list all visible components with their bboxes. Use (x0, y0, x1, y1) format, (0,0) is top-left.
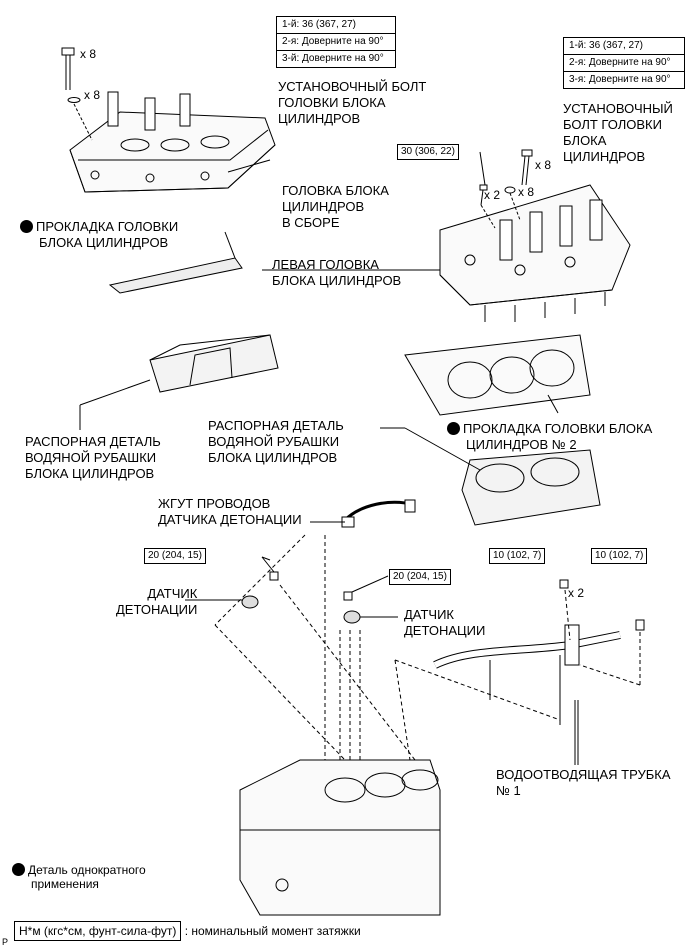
label-line: ДАТЧИКА ДЕТОНАЦИИ (158, 512, 302, 527)
label-line: ДЕТОНАЦИИ (116, 602, 198, 617)
label-head-gasket-2: ПРОКЛАДКА ГОЛОВКИ БЛОКА ЦИЛИНДРОВ № 2 (447, 421, 652, 453)
label-head-gasket: ПРОКЛАДКА ГОЛОВКИ БЛОКА ЦИЛИНДРОВ (20, 219, 178, 251)
label-line: БЛОКА ЦИЛИНДРОВ (208, 450, 338, 465)
label-set-bolt-right: УСТАНОВОЧНЫЙ БОЛТ ГОЛОВКИ БЛОКА ЦИЛИНДРО… (563, 101, 673, 165)
label-line: БОЛТ ГОЛОВКИ (563, 117, 662, 132)
label-water-pipe: ВОДООТВОДЯЩАЯ ТРУБКА № 1 (496, 767, 671, 799)
label-spacer-right: РАСПОРНАЯ ДЕТАЛЬ ВОДЯНОЙ РУБАШКИ БЛОКА Ц… (208, 418, 344, 466)
cylinder-block-drawing (239, 759, 441, 916)
head-gasket-2-drawing (404, 334, 591, 416)
label-line: РАСПОРНАЯ ДЕТАЛЬ (25, 434, 161, 449)
legend-single-use: Деталь однократного применения (12, 863, 146, 891)
torque-description: : номинальный момент затяжки (184, 924, 361, 938)
label-line: ЦИЛИНДРОВ № 2 (466, 437, 577, 452)
label-line: ГОЛОВКА БЛОКА (282, 183, 389, 198)
single-use-icon (20, 220, 33, 233)
label-spacer-left: РАСПОРНАЯ ДЕТАЛЬ ВОДЯНОЙ РУБАШКИ БЛОКА Ц… (25, 434, 161, 482)
label-line: ЛЕВАЯ ГОЛОВКА (272, 257, 379, 272)
label-head-assembly: ГОЛОВКА БЛОКА ЦИЛИНДРОВ В СБОРЕ (282, 183, 389, 231)
label-line: ЦИЛИНДРОВ (563, 149, 646, 164)
torque-step-2: 2-я: Доверните на 90° (277, 34, 395, 51)
dashed-guide-lines (214, 534, 641, 761)
cylinder-head-assembly-drawing (69, 91, 276, 193)
label-line: ВОДЯНОЙ РУБАШКИ (208, 434, 340, 449)
label-line: В СБОРЕ (282, 215, 340, 230)
label-set-bolt-left: УСТАНОВОЧНЫЙ БОЛТ ГОЛОВКИ БЛОКА ЦИЛИНДРО… (278, 79, 426, 127)
water-jacket-spacer-right-drawing (380, 427, 601, 526)
left-cylinder-head-drawing (439, 184, 631, 322)
label-line: ПРОКЛАДКА ГОЛОВКИ БЛОКА (447, 421, 652, 437)
qty-small-bolt: x 2 (484, 188, 501, 202)
water-pipe-drawing (433, 579, 645, 765)
qty-bolt-left: x 8 (80, 47, 97, 61)
knock-sensor-center-drawing (343, 575, 398, 624)
head-gasket-left-drawing (108, 231, 243, 294)
label-line: применения (31, 877, 99, 891)
label-line: ВОДЯНОЙ РУБАШКИ (25, 450, 157, 465)
label-line: УСТАНОВОЧНЫЙ БОЛТ (278, 79, 427, 94)
label-line: БЛОКА (563, 133, 607, 148)
corner-mark: P (2, 937, 9, 947)
label-line: ДАТЧИК (147, 586, 198, 601)
label-line: ЖГУТ ПРОВОДОВ (158, 496, 271, 511)
label-leader-lines (227, 151, 576, 765)
single-use-icon (12, 863, 25, 876)
torque-step-3: 3-й: Доверните на 90° (282, 53, 384, 64)
torque-knock-sensor-center: 20 (204, 15) (389, 569, 451, 585)
label-line: ВОДООТВОДЯЩАЯ ТРУБКА (496, 767, 671, 782)
label-wire-harness: ЖГУТ ПРОВОДОВ ДАТЧИКА ДЕТОНАЦИИ (158, 496, 302, 528)
set-bolt-right-drawing (479, 149, 533, 229)
water-jacket-spacer-left-drawing (79, 334, 279, 430)
label-line: БЛОКА ЦИЛИНДРОВ (272, 273, 402, 288)
label-line: ГОЛОВКИ БЛОКА (278, 95, 386, 110)
label-text: Деталь однократного (28, 863, 146, 877)
set-bolt-left-drawing (61, 47, 93, 141)
torque-step-3: 3-я: Доверните на 90° (569, 74, 671, 85)
qty-washer-left: x 8 (84, 88, 101, 102)
torque-step-1: 1-й: 36 (367, 27) (277, 17, 395, 34)
torque-sequence-box-right: 1-й: 36 (367, 27) 2-я: Доверните на 90° … (563, 37, 685, 89)
legend-torque: Н*м (кгс*см, фунт-сила-фут) : номинальны… (14, 921, 361, 941)
label-knock-sensor-center: ДАТЧИК ДЕТОНАЦИИ (404, 607, 485, 639)
label-text: ПРОКЛАДКА ГОЛОВКИ БЛОКА (463, 421, 653, 436)
torque-pipe-bolt: 10 (102, 7) (591, 548, 648, 564)
torque-step-2: 2-я: Доверните на 90° (564, 55, 684, 72)
label-line: УСТАНОВОЧНЫЙ (563, 101, 673, 116)
label-left-head: ЛЕВАЯ ГОЛОВКА БЛОКА ЦИЛИНДРОВ (272, 257, 401, 289)
torque-unit-box: Н*м (кгс*см, фунт-сила-фут) (14, 921, 182, 941)
label-line: РАСПОРНАЯ ДЕТАЛЬ (208, 418, 344, 433)
label-text: ПРОКЛАДКА ГОЛОВКИ (36, 219, 179, 234)
label-line: БЛОКА ЦИЛИНДРОВ (25, 466, 155, 481)
label-line: № 1 (496, 783, 521, 798)
qty-washer-right: x 8 (518, 185, 535, 199)
label-line: ДЕТОНАЦИИ (404, 623, 486, 638)
label-line: ПРОКЛАДКА ГОЛОВКИ (20, 219, 178, 235)
torque-step-1: 1-й: 36 (367, 27) (564, 38, 684, 55)
knock-sensor-left-drawing (185, 556, 279, 609)
label-knock-sensor-left: ДАТЧИК ДЕТОНАЦИИ (116, 586, 197, 618)
qty-pipe-nut: x 2 (568, 586, 585, 600)
torque-head-small-bolt: 30 (306, 22) (397, 144, 459, 160)
knock-sensor-wire-harness-drawing (310, 499, 416, 528)
label-line: БЛОКА ЦИЛИНДРОВ (39, 235, 169, 250)
label-line: ЦИЛИНДРОВ (278, 111, 361, 126)
label-line: ДАТЧИК (404, 607, 454, 622)
qty-bolt-right: x 8 (535, 158, 552, 172)
torque-pipe-nut: 10 (102, 7) (489, 548, 546, 564)
label-line: Деталь однократного (12, 863, 146, 877)
single-use-icon (447, 422, 460, 435)
torque-knock-sensor-left: 20 (204, 15) (144, 548, 206, 564)
torque-sequence-box-left: 1-й: 36 (367, 27) 2-я: Доверните на 90° … (276, 16, 396, 68)
label-line: ЦИЛИНДРОВ (282, 199, 365, 214)
